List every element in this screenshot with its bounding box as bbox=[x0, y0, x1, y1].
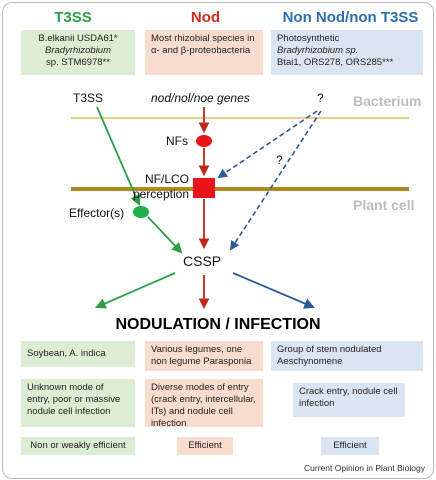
nonnod-efficiency-box: Efficient bbox=[321, 437, 379, 455]
unknown-signal-label: ? bbox=[317, 91, 324, 105]
nf-node bbox=[196, 135, 212, 147]
bacterium-layer-label: Bacterium bbox=[353, 93, 422, 109]
perception-label-line2: perception bbox=[132, 187, 189, 201]
plant-cell-layer-label: Plant cell bbox=[353, 197, 415, 213]
t3ss-efficiency-box: Non or weakly efficient bbox=[21, 437, 135, 455]
nonnod-species-line3: Btai1, ORS278, ORS285*** bbox=[277, 57, 394, 68]
nonnod-host-text: Group of stem nodulated Aeschynomene bbox=[277, 344, 382, 367]
unknown-to-perception-dashed-arrow bbox=[217, 110, 318, 179]
effector-node bbox=[133, 206, 149, 218]
nonnod-species-box: Photosynthetic Bradyrhizobium sp. Btai1,… bbox=[271, 30, 423, 75]
nod-mode-text: Diverse modes of entry (crack entry, int… bbox=[151, 382, 256, 429]
outcome-title: NODULATION / INFECTION bbox=[115, 316, 321, 333]
t3ss-efficiency-text: Non or weakly efficient bbox=[30, 440, 126, 451]
t3ss-species-line3: sp. STM6978** bbox=[46, 57, 110, 68]
source-credit: Current Opinion in Plant Biology bbox=[304, 463, 425, 473]
nod-host-text: Various legumes, one non legume Paraspon… bbox=[151, 344, 252, 367]
nod-host-box: Various legumes, one non legume Paraspon… bbox=[145, 341, 263, 371]
nonnod-efficiency-text: Efficient bbox=[333, 440, 367, 451]
t3ss-column-title: T3SS bbox=[54, 9, 92, 26]
t3ss-species-line1: B.elkanii USDA61* bbox=[38, 33, 118, 44]
unknown-to-cssp-dashed-arrow bbox=[229, 110, 322, 251]
nfs-label: NFs bbox=[166, 134, 188, 148]
cssp-label: CSSP bbox=[183, 253, 222, 269]
nod-efficiency-box: Efficient bbox=[177, 437, 233, 455]
t3ss-mode-text: Unknown mode of entry, poor or massive n… bbox=[27, 382, 121, 417]
t3ss-host-box: Soybean, A. indica bbox=[21, 341, 135, 367]
cssp-to-outcome-blue-arrow bbox=[232, 272, 315, 309]
nod-species-text: Most rhizobial species in α- and β-prote… bbox=[151, 33, 255, 56]
nod-column-title: Nod bbox=[190, 9, 221, 26]
t3ss-species-box: B.elkanii USDA61* Bradyrhizobium sp. STM… bbox=[21, 30, 135, 75]
t3ss-species-line2: Bradyrhizobium bbox=[45, 45, 111, 56]
perception-label-line1: NF/LCO bbox=[144, 172, 189, 186]
nonnod-species-line2: Bradyrhizobium sp. bbox=[277, 45, 359, 56]
effector-to-cssp-arrow bbox=[147, 216, 183, 254]
cssp-to-outcome-green-arrow bbox=[95, 272, 176, 309]
nod-genes-label: nod/nol/noe genes bbox=[151, 91, 250, 105]
nod-efficiency-text: Efficient bbox=[188, 440, 222, 451]
nonnod-mode-box: Crack entry, nodule cell infection bbox=[293, 383, 405, 417]
nod-species-box: Most rhizobial species in α- and β-prote… bbox=[145, 30, 263, 75]
t3ss-label: T3SS bbox=[73, 91, 104, 105]
nod-mode-box: Diverse modes of entry (crack entry, int… bbox=[145, 379, 263, 429]
nonnod-column-title: Non Nod/non T3SS bbox=[282, 9, 419, 26]
nonnod-mode-text: Crack entry, nodule cell infection bbox=[299, 386, 398, 409]
t3ss-mode-box: Unknown mode of entry, poor or massive n… bbox=[21, 379, 135, 427]
effectors-label: Effector(s) bbox=[69, 206, 125, 220]
t3ss-to-effector-arrow bbox=[96, 106, 141, 206]
nonnod-host-box: Group of stem nodulated Aeschynomene bbox=[271, 341, 423, 371]
perception-receptor bbox=[193, 178, 215, 198]
nonnod-species-line1: Photosynthetic bbox=[277, 33, 340, 44]
t3ss-host-text: Soybean, A. indica bbox=[27, 348, 106, 359]
unknown-pathway-label: ? bbox=[276, 153, 283, 167]
diagram-canvas bbox=[71, 106, 409, 310]
